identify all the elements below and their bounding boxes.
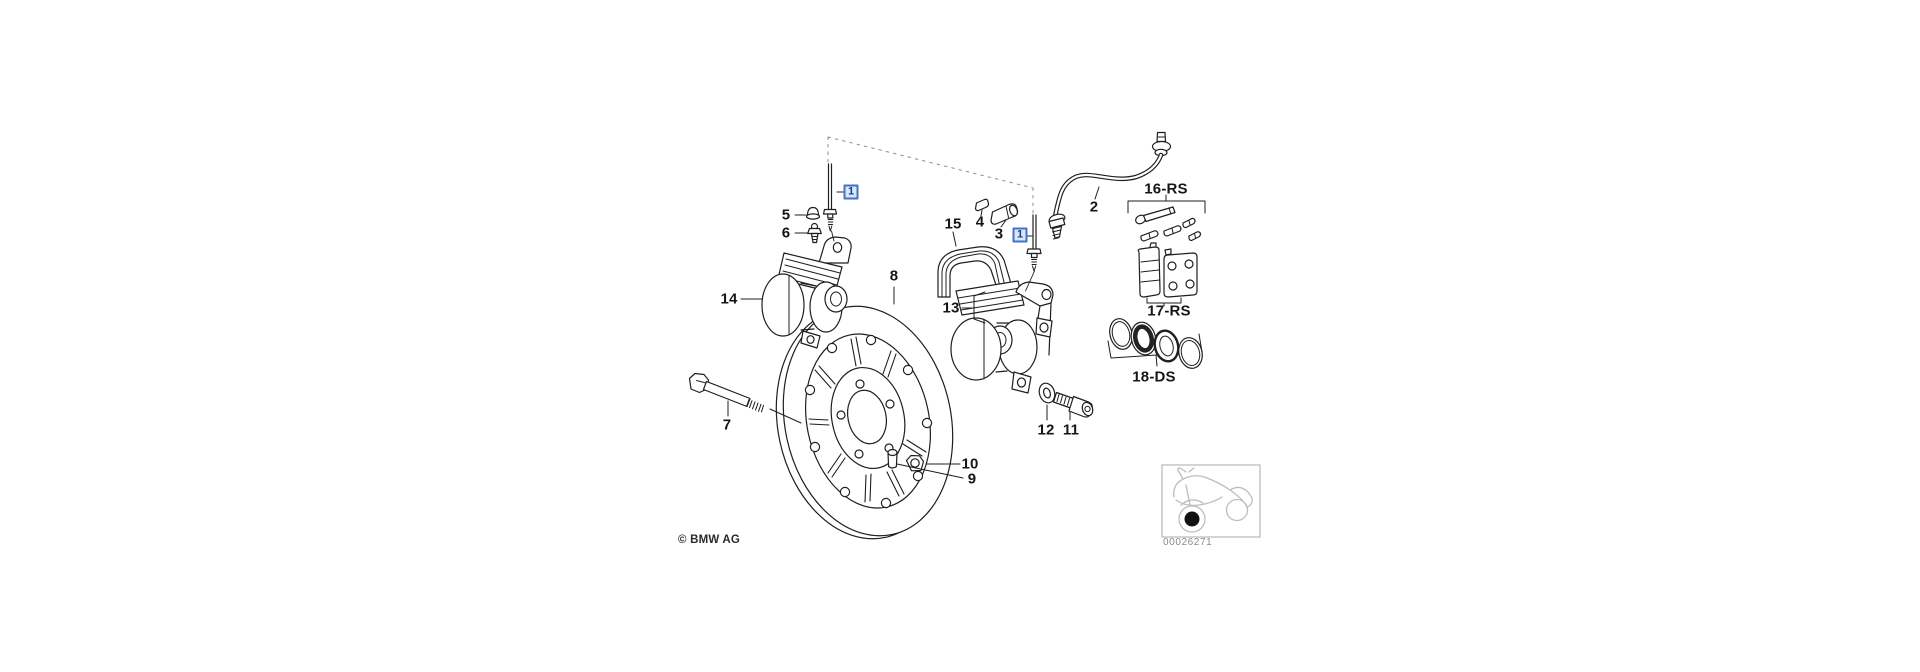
group-seal-kit-18ds	[1107, 318, 1203, 369]
part-sensor-lead-1-right	[1026, 214, 1042, 272]
callout-13: 13	[942, 299, 960, 317]
group-retainer-kit-16rs	[1135, 206, 1202, 242]
callout-6: 6	[781, 224, 791, 242]
group-brake-pads-17rs	[1137, 242, 1198, 298]
highlight-dot	[1184, 511, 1200, 527]
callout-8: 8	[889, 267, 899, 285]
part-cap-5	[805, 206, 821, 220]
part-bolt-11	[1052, 391, 1094, 418]
part-sensor-lead-1-left	[822, 163, 838, 232]
callout-9: 9	[967, 470, 977, 488]
motorcycle-sketch	[1173, 467, 1253, 533]
model-thumbnail	[1161, 464, 1261, 538]
callout-15: 15	[944, 215, 962, 233]
callout-5: 5	[781, 206, 791, 224]
callout-7: 7	[722, 416, 732, 434]
part-caliper-14	[761, 236, 852, 349]
part-cap-4	[974, 198, 990, 212]
construction-lines	[827, 136, 1034, 215]
callout-14: 14	[720, 290, 738, 308]
callout-10: 10	[961, 455, 979, 473]
part-bolt-7	[688, 372, 764, 413]
part-caliper-13	[950, 280, 1054, 394]
part-bush-3	[990, 203, 1019, 225]
callout-11: 11	[1062, 421, 1080, 439]
callout-17-RS: 17-RS	[1147, 302, 1191, 320]
callout-3: 3	[994, 225, 1004, 243]
copyright-text: © BMW AG	[678, 534, 741, 546]
callout-2: 2	[1089, 198, 1099, 216]
callout-1-left[interactable]: 1	[843, 184, 859, 200]
part-brake-disc-8	[775, 305, 954, 540]
callout-16-RS: 16-RS	[1144, 180, 1188, 198]
part-stud-9	[887, 448, 898, 469]
callout-1-right[interactable]: 1	[1012, 227, 1028, 243]
part-washer-12	[1038, 382, 1056, 404]
diagram-number: 00026271	[1163, 537, 1213, 548]
part-bleeder-valve-6	[807, 222, 822, 244]
callout-18-DS: 18-DS	[1132, 368, 1176, 386]
part-brake-hose-2	[1048, 131, 1172, 240]
callout-4: 4	[975, 213, 985, 231]
callout-12: 12	[1037, 421, 1055, 439]
